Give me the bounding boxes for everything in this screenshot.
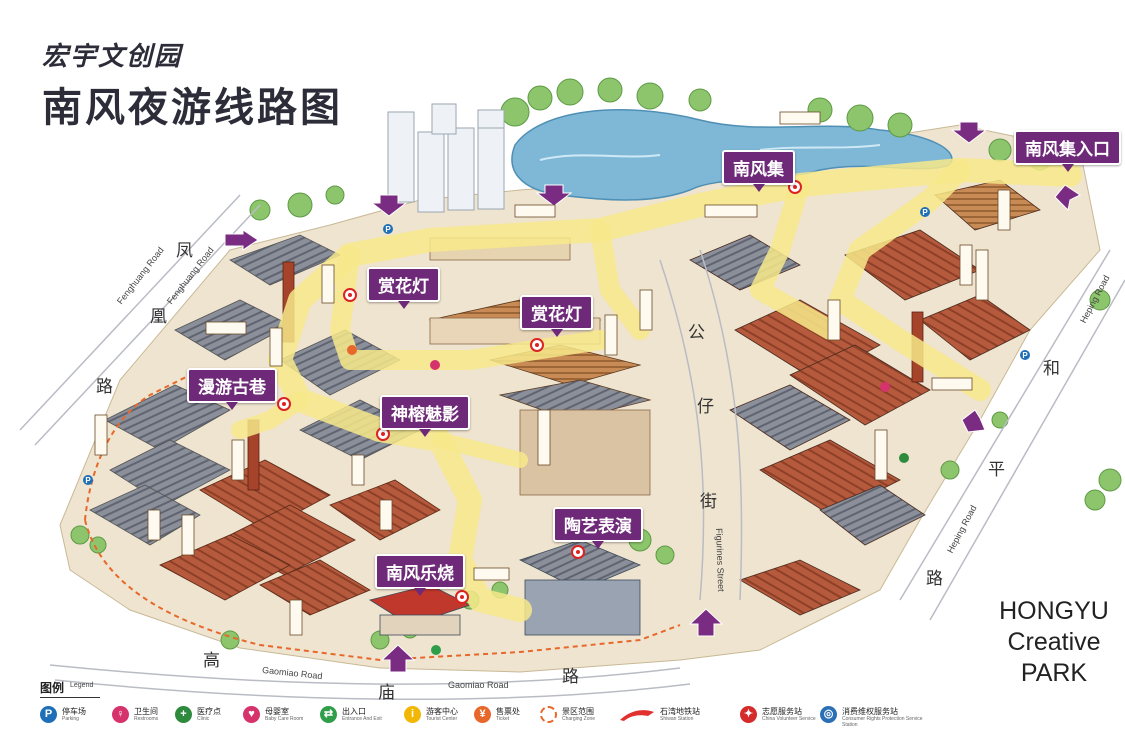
callout-nanfeng-leshao[interactable]: 南风乐烧 [375,554,465,596]
callout-taoyi-biaoyan[interactable]: 陶艺表演 [553,507,643,549]
map-service-icons: P P P P [83,207,1030,655]
callout-nanfengji-entrance[interactable]: 南风集入口 [1014,130,1121,172]
parking-icon: P [40,706,57,723]
legend-label: 志愿服务站 [762,707,802,716]
info-icon: i [404,706,421,723]
metro-icon [620,710,654,721]
road-gongzai-char-3: 街 [700,492,717,512]
legend-label: 母婴室 [265,707,289,716]
road-gaomiao-en-2: Gaomiao Road [448,680,509,690]
road-heping-char-1: 和 [1043,359,1060,379]
svg-text:P: P [922,208,928,217]
page-title: 南风夜游线路图 [42,85,343,131]
svg-text:P: P [385,225,391,234]
legend-label: 售票处 [496,707,520,716]
road-fenghuang-char-1: 凤 [176,241,193,261]
entrance-markers [224,121,1081,673]
callout-nanfengji[interactable]: 南风集 [722,150,795,192]
volunteer-icon: ✦ [740,706,757,723]
callout-shanghuadeng-2[interactable]: 赏花灯 [520,295,593,337]
legend-label: 景区范围 [562,707,594,716]
bottom-buildings [368,539,642,636]
building-signs [94,111,1011,636]
legend-label: 停车场 [62,707,86,716]
park-name-line-1: HONGYU [999,597,1109,625]
road-gaomiao-char-1: 高 [203,651,220,671]
legend-label-en: Clinic [197,716,210,722]
ticket-icon: ¥ [474,706,491,723]
road-fenghuang-char-2: 凰 [150,307,167,327]
road-gaomiao-char-2: 庙 [378,683,395,703]
svg-text:P: P [85,476,91,485]
legend-label: 消费维权服务站 [842,707,898,716]
legend-label-en: Consumer Rights Protection Service Stati… [842,716,923,728]
legend-label-en: Shiwan Station [660,716,694,722]
legend-label: 石湾地铁站 [660,707,700,716]
road-fenghuang-char-3: 路 [96,377,113,397]
callout-shanghuadeng-1[interactable]: 赏花灯 [367,267,440,309]
road-gaomiao-char-3: 路 [562,667,579,687]
legend-label-en: Ticket [496,716,510,722]
restroom-icon: ♀ [112,706,129,723]
road-gongzai-char-2: 仔 [697,397,714,417]
legend-label-en: China Volunteer Service [762,716,816,722]
road-heping-char-2: 平 [988,460,1005,480]
callout-manyou-guxiang[interactable]: 漫游古巷 [187,368,277,410]
callout-shenrong-meiying[interactable]: 神榕魅影 [380,395,470,437]
towers [387,103,505,213]
legend-label: 出入口 [342,707,366,716]
road-heping-char-3: 路 [926,569,943,589]
legend-label-en: Tourist Center [426,716,458,722]
park-name-line-3: PARK [1020,659,1088,687]
map-legend: 图例 Legend P 停车场 Parking ♀ 卫生间 Restrooms … [40,677,1100,728]
zone-boundary-icon [540,706,557,723]
brand-name: 宏宇文创园 [42,42,183,72]
legend-divider [40,697,100,698]
consumer-rights-icon: ◎ [820,706,837,723]
park-name-line-2: Creative [1007,628,1101,656]
map-title-block: 宏宇文创园 南风夜游线路图 [42,36,343,133]
legend-title-en: Legend [70,682,94,689]
entrance-exit-icon: ⇄ [320,706,337,723]
legend-label: 卫生间 [134,707,158,716]
svg-text:P: P [1022,351,1028,360]
charging-zone-boundary [84,369,681,662]
main-roads [19,194,1125,701]
legend-title: 图例 [40,681,65,695]
legend-label-en: Baby Care Room [265,716,304,722]
legend-label-en: Charging Zone [562,716,596,722]
baby-care-icon: ♥ [243,706,260,723]
legend-label-en: Restrooms [134,716,159,722]
road-gongzai-char-1: 公 [688,323,705,343]
legend-label-en: Entrance And Exit [342,716,382,722]
legend-label: 游客中心 [426,707,458,716]
legend-label-en: Parking [62,716,79,722]
legend-label: 医疗点 [197,707,221,716]
medical-cross-icon: + [175,706,192,723]
park-name-en: HONGYU Creative PARK [989,596,1119,689]
